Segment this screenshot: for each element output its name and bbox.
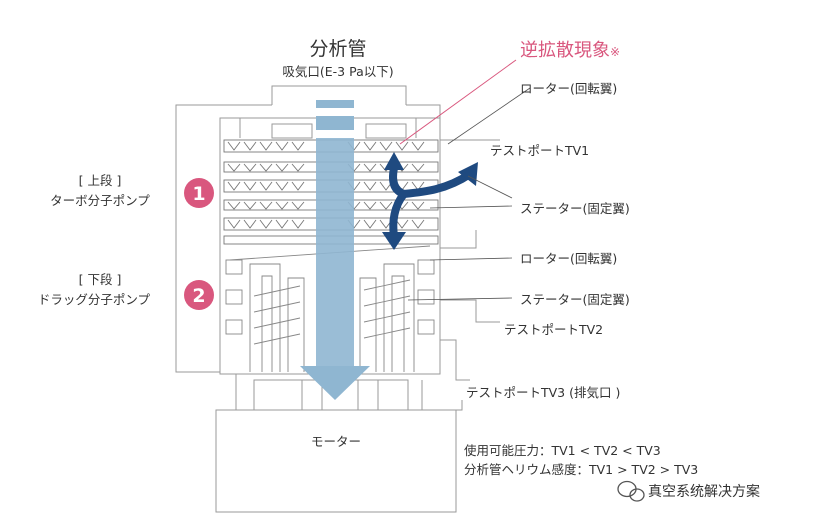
stage-badge-2-number: 2 <box>192 285 205 307</box>
backdiffusion-label-text: 逆拡散現象 <box>520 40 610 61</box>
lower-stage-bracket: [ 下段 ] <box>79 272 122 287</box>
stage-badge-1: 1 <box>184 178 214 208</box>
testport-tv3-label: テストポートTV3 (排気口 ) <box>466 385 620 400</box>
backdiffusion-note-mark: ※ <box>610 45 620 59</box>
stage-badge-2: 2 <box>184 280 214 310</box>
stator-label-upper: ステーター(固定翼) <box>520 201 630 216</box>
inlet-label: 吸気口(E-3 Pa以下) <box>282 64 393 79</box>
backdiffusion-arrowheads <box>382 152 478 250</box>
pressure-note: 使用可能圧力：TV1 < TV2 < TV3 <box>464 443 661 458</box>
pump-housing <box>175 85 500 513</box>
backdiffusion-label: 逆拡散現象※ <box>520 40 620 61</box>
rotor-label-upper: ローター(回転翼) <box>520 81 617 96</box>
motor-label: モーター <box>311 434 361 449</box>
lower-stage-pump-name: ドラッグ分子ポンプ <box>38 292 151 307</box>
backdiffusion-leader <box>399 59 517 145</box>
upper-stage-pump-name: ターボ分子ポンプ <box>50 193 150 208</box>
page-title: 分析管 <box>309 38 366 60</box>
testport-tv1-label: テストポートTV1 <box>490 143 589 158</box>
gas-flow-arrow <box>300 100 370 400</box>
watermark-text: 真空系统解决方案 <box>648 483 760 500</box>
leader-lines <box>407 87 531 301</box>
upper-stage-bracket: [ 上段 ] <box>79 173 122 188</box>
stator-label-lower: ステーター(固定翼) <box>520 292 630 307</box>
backdiffusion-arrows <box>389 167 473 237</box>
stage-badge-1-number: 1 <box>192 183 205 205</box>
testport-tv2-label: テストポートTV2 <box>504 322 603 337</box>
wechat-icon <box>617 480 645 502</box>
sensitivity-note: 分析管ヘリウム感度：TV1 > TV2 > TV3 <box>464 462 698 477</box>
rotor-label-lower: ローター(回転翼) <box>520 251 617 266</box>
